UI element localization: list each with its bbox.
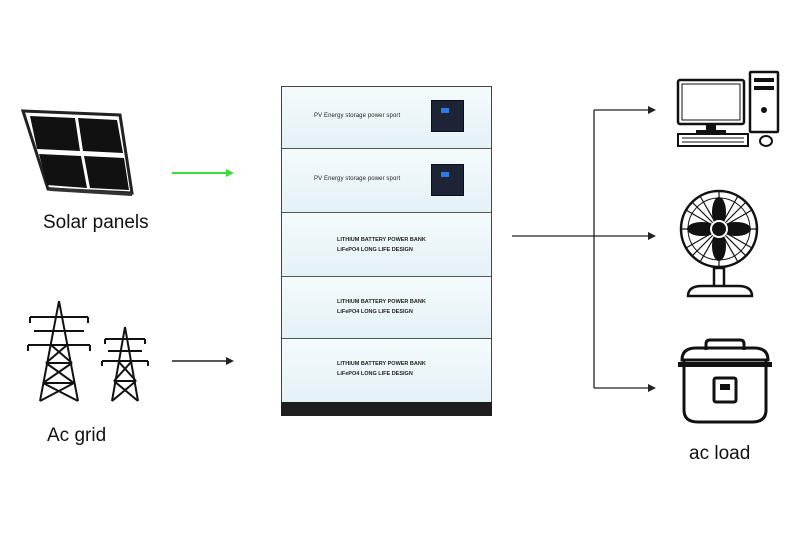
ac-grid-label: Ac grid	[47, 425, 107, 446]
energy-storage-cabinet: PV Energy storage power sport PV Energy …	[281, 86, 492, 416]
power-tower-icon	[27, 300, 149, 402]
inverter-label: PV Energy storage power sport	[314, 176, 401, 182]
battery-label: LITHIUM BATTERY POWER BANK LiFePO4 LONG …	[337, 237, 426, 253]
computer-icon	[676, 70, 780, 147]
battery-label: LITHIUM BATTERY POWER BANK LiFePO4 LONG …	[337, 361, 426, 377]
solar-arrow	[172, 169, 234, 177]
rice-cooker-icon	[678, 338, 772, 424]
inverter-module: PV Energy storage power sport	[282, 149, 491, 213]
cabinet-base	[281, 402, 492, 416]
ac-load-label: ac load	[689, 443, 751, 464]
fan-icon	[679, 189, 759, 298]
battery-module: LITHIUM BATTERY POWER BANK LiFePO4 LONG …	[282, 339, 491, 403]
battery-label: LITHIUM BATTERY POWER BANK LiFePO4 LONG …	[337, 299, 426, 315]
display-screen-icon	[431, 100, 464, 132]
inverter-label: PV Energy storage power sport	[314, 113, 401, 119]
display-screen-icon	[431, 164, 464, 196]
solar-panels-label: Solar panels	[43, 212, 149, 233]
output-distribution-lines	[512, 106, 656, 392]
solar-panel-icon	[20, 109, 134, 196]
grid-arrow	[172, 357, 234, 365]
battery-module: LITHIUM BATTERY POWER BANK LiFePO4 LONG …	[282, 213, 491, 277]
inverter-module: PV Energy storage power sport	[282, 87, 491, 149]
battery-module: LITHIUM BATTERY POWER BANK LiFePO4 LONG …	[282, 277, 491, 339]
